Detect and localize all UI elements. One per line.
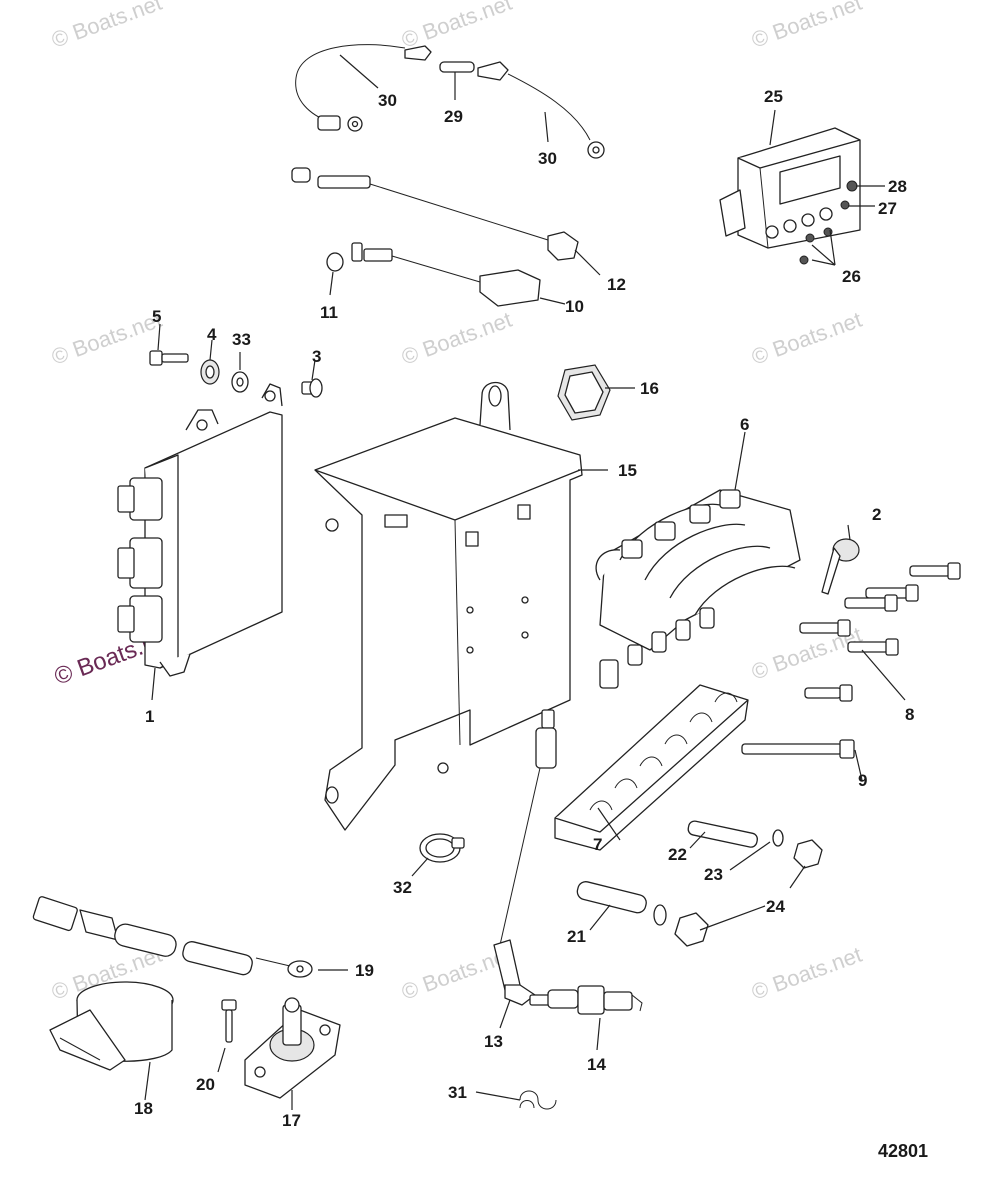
callout-8: 8 <box>905 705 914 724</box>
callout-18: 18 <box>134 1099 153 1118</box>
callout-3: 3 <box>312 347 321 366</box>
watermark: © Boats.net <box>48 0 165 53</box>
sensor-cable-12 <box>291 167 579 261</box>
fuse-block-25 <box>719 127 861 265</box>
spark-plug-14 <box>529 985 643 1015</box>
callouts: 1 2 3 4 5 6 7 8 9 10 11 12 13 14 15 16 1… <box>134 87 914 1130</box>
boot-18 <box>49 981 174 1071</box>
ground-lead-assembly <box>295 44 605 159</box>
callout-28: 28 <box>888 177 907 196</box>
cable-19 <box>32 896 313 978</box>
clip-31 <box>519 1090 557 1110</box>
watermark: © Boats.net <box>748 0 865 53</box>
callout-2: 2 <box>872 505 881 524</box>
lead-retainer-7 <box>554 684 749 851</box>
callout-32: 32 <box>393 878 412 897</box>
watermark: © Boats.net <box>48 307 165 370</box>
watermark: © Boats.net <box>748 942 865 1005</box>
ecm-mounting-hardware <box>149 350 323 398</box>
callout-1: 1 <box>145 707 154 726</box>
callout-9: 9 <box>858 771 867 790</box>
mounting-bracket-15 <box>314 381 583 831</box>
ground-clip-2 <box>821 538 860 595</box>
callout-5: 5 <box>152 307 161 326</box>
callout-6: 6 <box>740 415 749 434</box>
coil-bolts-8 <box>799 562 961 702</box>
ecm-module-1 <box>117 383 283 677</box>
callout-27: 27 <box>878 199 897 218</box>
callout-15: 15 <box>618 461 637 480</box>
callout-30-top: 30 <box>378 91 397 110</box>
callout-30-right: 30 <box>538 149 557 168</box>
watermark: © Boats.net <box>748 307 865 370</box>
callout-10: 10 <box>565 297 584 316</box>
ignition-coil-6 <box>595 489 801 689</box>
callout-29: 29 <box>444 107 463 126</box>
callout-17: 17 <box>282 1111 301 1130</box>
watermark: © Boats.net <box>398 0 515 53</box>
callout-11: 11 <box>320 303 338 322</box>
callout-12: 12 <box>607 275 626 294</box>
figure-number: 42801 <box>878 1141 928 1161</box>
callout-23: 23 <box>704 865 723 884</box>
sensor-lead-10 <box>326 242 541 307</box>
callout-24: 24 <box>766 897 785 916</box>
long-bolt-9 <box>741 739 855 759</box>
callout-19: 19 <box>355 961 374 980</box>
callout-14: 14 <box>587 1055 606 1074</box>
callout-20: 20 <box>196 1075 215 1094</box>
sensor-base-17 <box>221 997 341 1099</box>
callout-33: 33 <box>232 330 251 349</box>
watermark: © Boats.net <box>398 307 515 370</box>
clamp-32 <box>419 833 465 863</box>
sleeves-washers-nuts <box>576 820 823 947</box>
callout-21: 21 <box>567 927 586 946</box>
callout-22: 22 <box>668 845 687 864</box>
callout-7: 7 <box>593 835 602 854</box>
callout-13: 13 <box>484 1032 503 1051</box>
callout-25: 25 <box>764 87 783 106</box>
spark-plug-lead-13 <box>493 709 557 1006</box>
callout-16: 16 <box>640 379 659 398</box>
callout-31: 31 <box>448 1083 467 1102</box>
callout-26: 26 <box>842 267 861 286</box>
callout-4: 4 <box>207 325 217 344</box>
gasket-16 <box>557 364 611 421</box>
leader-lines <box>144 54 906 1110</box>
